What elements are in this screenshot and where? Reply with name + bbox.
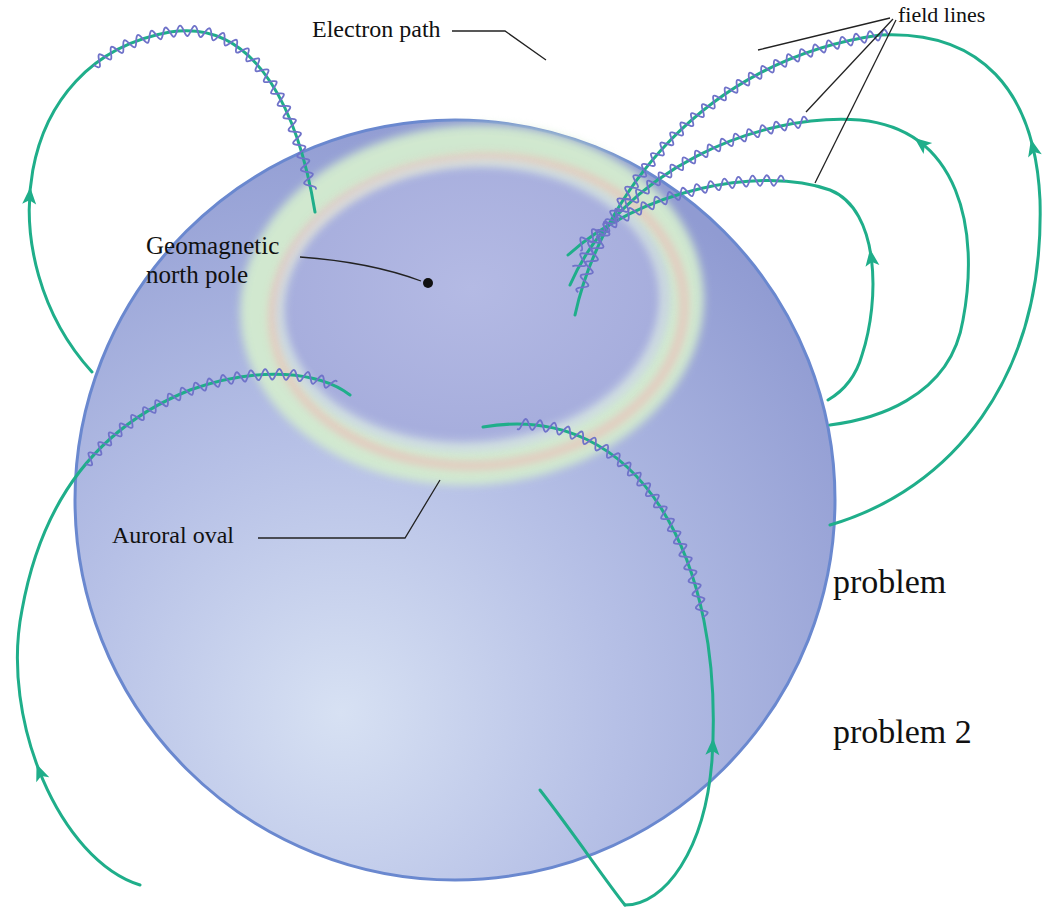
electron-path: [517, 419, 708, 617]
field-lines: [17, 31, 1041, 905]
leader-lines: [258, 18, 896, 538]
field-arrowhead: [910, 132, 932, 153]
oval-green-band: [247, 128, 697, 481]
field-line: [570, 119, 968, 425]
field-line: [483, 424, 713, 905]
field-arrowhead: [22, 187, 37, 205]
electron-path: [572, 117, 808, 267]
earth-sphere: [75, 120, 835, 880]
field-arrowhead: [1024, 138, 1042, 158]
leader-line: [300, 257, 421, 281]
field-line: [17, 374, 350, 885]
pole-dot: [423, 278, 433, 288]
label: Electron path: [312, 16, 452, 44]
electron-path: [86, 369, 338, 465]
label: problem 2: [833, 712, 1033, 751]
leader-line: [452, 31, 546, 60]
field-line: [568, 180, 873, 400]
label: field lines: [898, 2, 1038, 27]
electron-paths: [86, 26, 888, 617]
oval-inner-glow: [271, 150, 674, 460]
field-arrowhead: [30, 761, 49, 782]
electron-path: [94, 26, 316, 190]
label: Geomagnetic north pole: [146, 232, 306, 290]
field-arrowhead: [863, 248, 879, 267]
leader-line: [815, 20, 896, 183]
field-line: [575, 35, 1040, 525]
leader-line: [806, 19, 893, 112]
field-line: [540, 790, 625, 905]
label: Auroral oval: [112, 522, 257, 550]
electron-path: [580, 175, 784, 250]
oval-red-band: [262, 144, 694, 480]
label: problem: [833, 562, 1033, 601]
field-arrowhead: [705, 738, 720, 756]
electron-path: [576, 30, 888, 293]
leader-line: [258, 480, 440, 538]
leader-line: [758, 18, 890, 50]
